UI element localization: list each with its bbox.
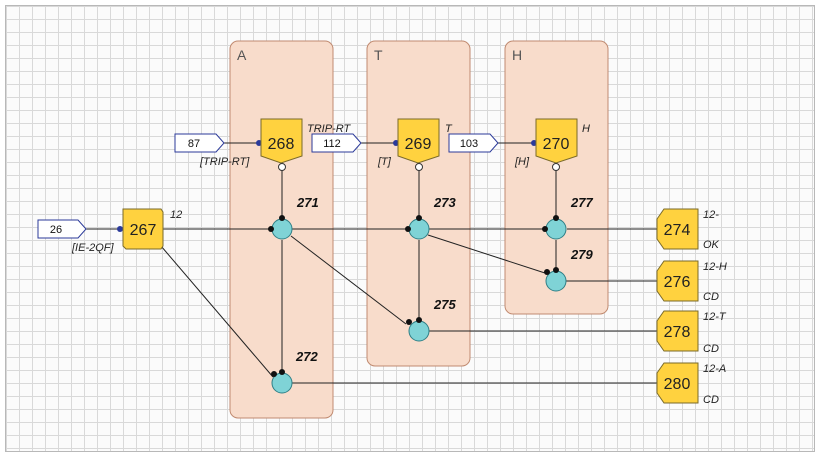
port-dot xyxy=(416,215,422,221)
block-267-note: 12 xyxy=(170,209,182,221)
block-268-note: TRIP-RT xyxy=(307,123,351,135)
port-dot xyxy=(416,317,422,323)
node-271[interactable]: 271 xyxy=(268,195,319,240)
port-dot xyxy=(279,215,285,221)
node-275-label: 275 xyxy=(433,297,456,312)
block-270-number: 270 xyxy=(543,136,570,153)
input-103-label: [H] xyxy=(514,156,530,168)
node-271-label: 271 xyxy=(296,195,319,210)
output-274-body xyxy=(656,208,699,250)
invert-bubble xyxy=(278,163,286,171)
block-268[interactable]: 268 TRIP-RT xyxy=(260,118,351,171)
input-26-tag xyxy=(37,219,87,239)
node-275-circle xyxy=(408,320,430,342)
port-dot xyxy=(271,371,277,377)
output-278-number: 278 xyxy=(664,324,691,341)
input-26-label: [IE-2QF] xyxy=(71,242,115,254)
input-87[interactable]: 87 [TRIP-RT] xyxy=(174,133,262,168)
node-279[interactable]: 279 xyxy=(544,247,593,292)
port-dot xyxy=(553,267,559,273)
input-103-value: 103 xyxy=(460,138,478,150)
node-277-circle xyxy=(545,218,567,240)
node-272-label: 272 xyxy=(295,349,318,364)
node-271-circle xyxy=(271,218,293,240)
input-112[interactable]: 112 [T] xyxy=(311,133,399,168)
input-87-label: [TRIP-RT] xyxy=(199,156,250,168)
output-276-number: 276 xyxy=(664,274,691,291)
block-269-note: T xyxy=(445,123,453,135)
block-270-note: H xyxy=(582,123,590,135)
port-dot xyxy=(542,226,548,232)
input-103[interactable]: 103 [H] xyxy=(448,133,537,168)
block-270[interactable]: 270 H xyxy=(535,118,590,171)
output-276-bottom: CD xyxy=(703,291,719,303)
node-275[interactable]: 275 xyxy=(406,297,456,342)
lane-t-label: T xyxy=(374,47,383,63)
output-280-top: 12-A xyxy=(703,363,726,375)
wires xyxy=(86,142,657,384)
input-26-value: 26 xyxy=(50,224,62,236)
input-103-tag xyxy=(448,133,499,153)
input-87-value: 87 xyxy=(188,138,200,150)
input-112-tag xyxy=(311,133,362,153)
invert-bubble xyxy=(552,163,560,171)
node-279-label: 279 xyxy=(570,247,593,262)
node-277-label: 277 xyxy=(570,195,593,210)
block-267[interactable]: 267 12 xyxy=(122,208,182,250)
wire-267-272 xyxy=(160,245,274,378)
port-dot xyxy=(405,226,411,232)
input-87-tag xyxy=(174,133,225,153)
node-273-label: 273 xyxy=(433,195,456,210)
input-112-value: 112 xyxy=(323,138,341,150)
input-112-label: [T] xyxy=(377,156,392,168)
block-268-number: 268 xyxy=(268,136,295,153)
output-280-body xyxy=(656,362,699,404)
block-267-number: 267 xyxy=(130,222,157,239)
output-276-body xyxy=(656,260,699,302)
input-26[interactable]: 26 [IE-2QF] xyxy=(37,219,123,254)
invert-bubble xyxy=(415,163,423,171)
node-273[interactable]: 273 xyxy=(405,195,456,240)
port-dot xyxy=(268,226,274,232)
port-dot xyxy=(406,319,412,325)
node-273-circle xyxy=(408,218,430,240)
output-278-top: 12-T xyxy=(703,311,727,323)
port-dot xyxy=(279,369,285,375)
lane-a-label: A xyxy=(237,47,247,63)
output-276[interactable]: 276 12-H CD xyxy=(656,260,727,303)
wire-271-275 xyxy=(290,235,407,325)
output-274-bottom: OK xyxy=(703,239,720,251)
block-269-body xyxy=(397,118,440,164)
block-267-body xyxy=(122,208,164,250)
block-270-body xyxy=(535,118,578,164)
output-280[interactable]: 280 12-A CD xyxy=(656,362,726,406)
port-dot xyxy=(117,226,123,232)
output-274[interactable]: 274 12- OK xyxy=(656,208,720,251)
output-278-body xyxy=(656,310,699,352)
output-274-top: 12- xyxy=(703,209,719,221)
output-280-bottom: CD xyxy=(703,394,719,406)
port-dot xyxy=(544,269,550,275)
block-269[interactable]: 269 T xyxy=(397,118,453,171)
output-276-top: 12-H xyxy=(703,261,727,273)
node-277[interactable]: 277 xyxy=(542,195,593,240)
wire-273-279 xyxy=(427,234,549,275)
block-269-number: 269 xyxy=(405,136,432,153)
output-274-number: 274 xyxy=(664,222,691,239)
output-278-bottom: CD xyxy=(703,343,719,355)
output-280-number: 280 xyxy=(664,376,691,393)
lane-h-label: H xyxy=(512,47,522,63)
port-dot xyxy=(553,215,559,221)
output-278[interactable]: 278 12-T CD xyxy=(656,310,727,355)
block-268-body xyxy=(260,118,303,164)
node-272[interactable]: 272 xyxy=(271,349,318,394)
